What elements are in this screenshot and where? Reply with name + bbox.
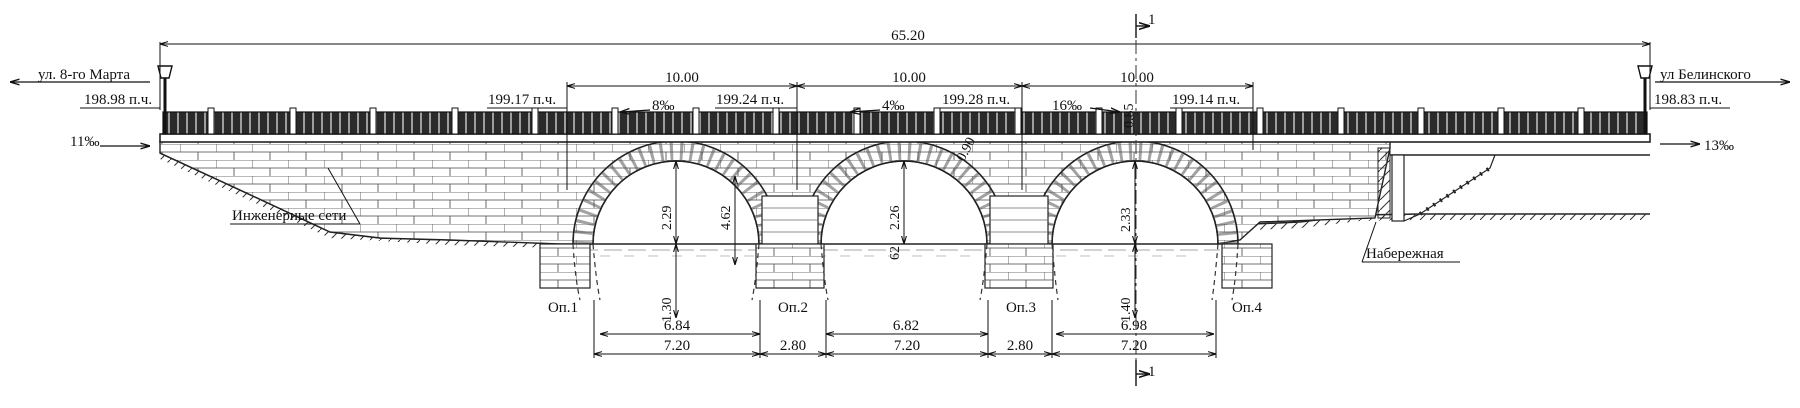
railing-posts: [207, 107, 1585, 135]
support-op1: Оп.1: [548, 300, 578, 316]
deck-slope-3-arrow: [1089, 108, 1120, 112]
support-op2: Оп.2: [778, 300, 808, 316]
bottom-dim-4: 2.80: [1007, 338, 1033, 354]
embankment-leader: [1361, 221, 1377, 263]
left-slope-label: 11‰: [70, 134, 99, 150]
clear-span-3: 6.98: [1121, 318, 1147, 334]
span-top-1: 10.00: [665, 70, 699, 86]
left-street-label: ул. 8-го Марта: [38, 67, 130, 83]
arch1-rise: 2.29: [660, 206, 675, 231]
footing-op3: [984, 243, 1054, 289]
deck-dim-2: 0.85: [1122, 104, 1137, 129]
arch2-rise: 2.26: [888, 206, 903, 231]
section-cut-bottom: [1135, 360, 1150, 386]
bottom-dim-2: 2.80: [780, 338, 806, 354]
right-slope-label: 13‰: [1704, 138, 1734, 154]
arch-dimension-lines: [676, 161, 1135, 318]
elevation-3: 199.28 п.ч.: [942, 92, 1010, 108]
arch1-depth: 1.30: [660, 298, 675, 323]
utilities-callout: Инженерные сети: [232, 208, 346, 224]
right-end-elevation: 198.83 п.ч.: [1654, 92, 1722, 108]
arch1-height: 4.62: [719, 206, 734, 231]
support-op4: Оп.4: [1232, 300, 1263, 316]
right-street-label: ул Белинского: [1660, 67, 1751, 83]
left-end-elevation: 198.98 п.ч.: [84, 92, 152, 108]
footing-op4: [1221, 243, 1273, 289]
span-dimension-lines: [566, 82, 1254, 190]
lamp-post-right: [1637, 65, 1653, 134]
lamp-post-left: [157, 65, 173, 134]
deck-slope-1-arrow: [620, 110, 651, 112]
arch2-small: 62: [888, 246, 903, 260]
pier-panels: [761, 195, 1049, 245]
footing-op1: [539, 243, 591, 289]
overall-dimension: [159, 42, 1651, 110]
bottom-dimension-chain: [593, 300, 1217, 358]
bottom-dim-1: 7.20: [664, 338, 690, 354]
right-embankment: [1377, 140, 1650, 222]
utilities-leader: [327, 167, 361, 225]
span-top-3: 10.00: [1120, 70, 1154, 86]
deck-slab: [159, 133, 1651, 143]
section-mark-bottom: 1: [1148, 364, 1156, 380]
footings: [539, 243, 1273, 289]
arch3-rise: 2.33: [1119, 208, 1134, 233]
elevation-2: 199.24 п.ч.: [716, 92, 784, 108]
arch3-depth: 1.40: [1119, 298, 1134, 323]
section-mark-top: 1: [1148, 12, 1156, 28]
footing-dashed-extensions: [572, 243, 1239, 301]
deck-slope-2: 4‰: [882, 98, 905, 114]
elevation-4: 199.14 п.ч.: [1172, 92, 1240, 108]
bottom-dim-3: 7.20: [894, 338, 920, 354]
deck-slope-2-arrow: [850, 110, 881, 112]
clear-span-1: 6.84: [664, 318, 691, 334]
deck-slope-3: 16‰: [1052, 98, 1082, 114]
footing-op2: [755, 243, 825, 289]
support-op3: Оп.3: [1006, 300, 1036, 316]
bottom-dim-5: 7.20: [1121, 338, 1147, 354]
section-cut-top: [1135, 14, 1150, 38]
elevation-1: 199.17 п.ч.: [488, 92, 556, 108]
deck-slope-1: 8‰: [652, 98, 675, 114]
span-top-2: 10.00: [892, 70, 926, 86]
embankment-callout: Набережная: [1366, 246, 1444, 262]
clear-span-2: 6.82: [893, 318, 919, 334]
overall-length-label: 65.20: [891, 28, 925, 44]
